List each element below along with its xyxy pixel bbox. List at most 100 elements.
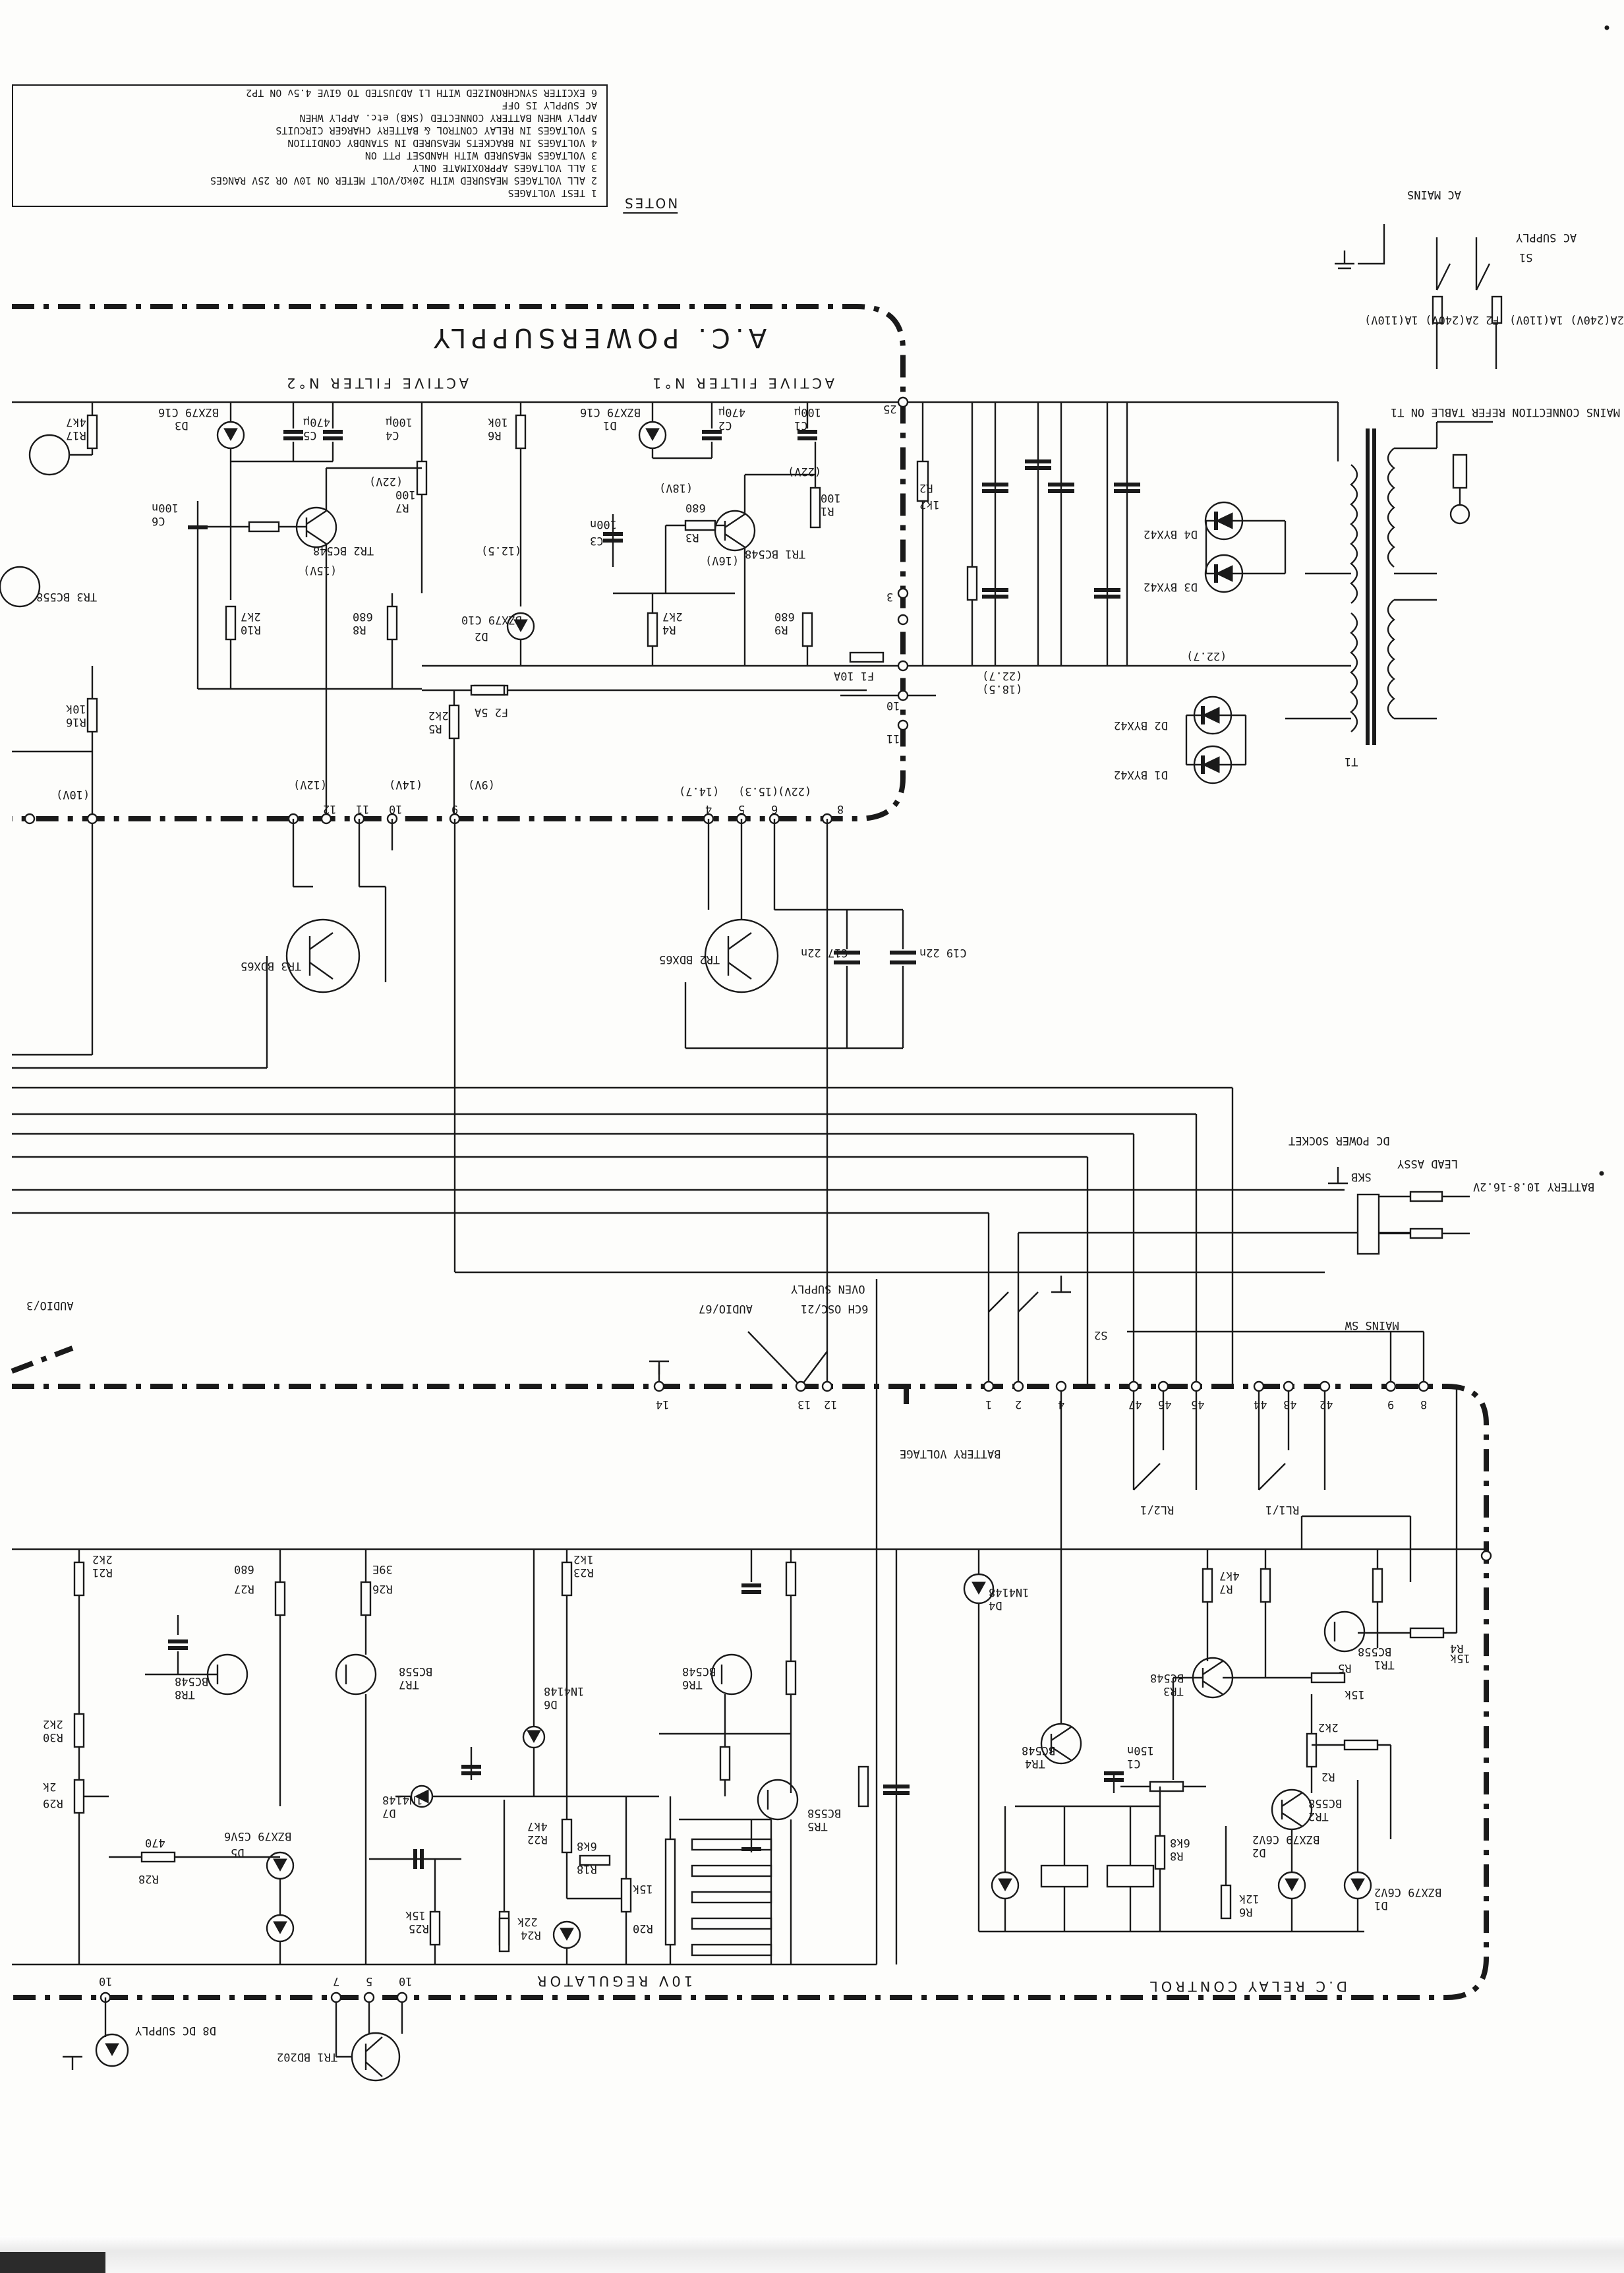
label-d2-relay-value: BZX79 C6V2 [1252, 1833, 1320, 1846]
notes-box: 1 TEST VOLTAGES 2 ALL VOLTAGES MEASURED … [12, 84, 608, 207]
label-d5-value: BZX79 C5V6 [224, 1829, 291, 1843]
pin-label: 10 [886, 699, 900, 712]
pin-label: 10 [399, 1974, 412, 1988]
mains-sw-label: MAINS SW [1345, 1318, 1399, 1332]
label-tr1-top: TR1 BC548 [745, 547, 805, 560]
s2-label: S2 [1094, 1328, 1107, 1342]
pin-label: 44 [1254, 1398, 1267, 1411]
voltage-note: (12.5) [481, 544, 521, 557]
label-tr7: TR7 [399, 1678, 419, 1691]
voltage-note: (14V) [389, 778, 422, 791]
label-r4-relay-value: 15k [1450, 1651, 1470, 1665]
label-c3: C3 [590, 534, 603, 547]
label-d4-relay-value: 1N4148 [989, 1585, 1029, 1599]
label-c4: C4 [386, 428, 399, 442]
pin-label: 10 [99, 1974, 112, 1988]
label-r9-value: 680 [774, 610, 795, 623]
voltage-note: (18V) [659, 481, 693, 494]
pin-number-labels: 25 3 10 11 8 6 5 4 9 10 11 12 14 13 12 1… [99, 402, 1427, 1988]
component-labels: R2 1k2 R1 100 R3 680 R4 2k7 R5 2k2 R6 10… [36, 405, 1470, 1941]
label-r29: R29 [43, 1796, 63, 1810]
label-r2-value: 1k2 [919, 498, 940, 511]
voltage-annotations: (22.7) (18.5) (22.7) (22V) (18V) (16V) (… [56, 465, 1227, 801]
pin-label: 47 [1128, 1398, 1142, 1411]
label-tr3-relay-value: BC548 [1150, 1671, 1184, 1684]
label-tr6: TR6 [682, 1678, 703, 1691]
pin-label: 43 [1283, 1398, 1296, 1411]
active-filter-2-title: ACTIVE FILTER N°2 [283, 375, 469, 391]
paper-mark [1599, 1171, 1604, 1176]
rl1-label: RL1/1 [1265, 1503, 1299, 1516]
supply-references: OVEN SUPPLY 6CH OSC/21 AUDIO/67 AUDIO/3 [11, 1282, 868, 1387]
label-c1: C1 [794, 419, 807, 432]
rectifier-diodes-upper: D4 BYX42 D3 BYX42 [1144, 501, 1287, 593]
label-r23-value: 1k2 [573, 1552, 594, 1566]
interconnect-wires [12, 819, 1425, 1964]
label-c6: C6 [152, 514, 165, 527]
label-r7-value: 100 [395, 488, 416, 501]
voltage-note: (22V) [788, 465, 821, 478]
f2-fuse-label: F2 5A [475, 705, 508, 719]
voltage-note: (22V) [778, 784, 811, 798]
label-r5: R5 [428, 722, 442, 735]
label-d5: D5 [231, 1846, 244, 1859]
voltage-note: (16V) [705, 554, 739, 567]
label-r3: R3 [685, 531, 699, 544]
label-c6-value: 100n [152, 501, 179, 514]
label-r20: R20 [633, 1922, 653, 1935]
pin-label: 8 [837, 802, 844, 815]
pin-label: 10 [389, 802, 402, 815]
d1-label: D1 BYX42 [1114, 768, 1168, 781]
label-r27-value: 680 [234, 1562, 254, 1576]
paper-mark [1604, 25, 1610, 30]
pin-label: 12 [323, 802, 336, 815]
label-r7: R7 [395, 501, 409, 514]
label-r10-value: 2k7 [241, 610, 261, 623]
switches-and-relays: RL2/1 RL1/1 S2 MAINS SW BATTERY VOLTAGE [900, 1276, 1399, 1516]
pin-label: 11 [886, 732, 900, 745]
label-r8: R8 [353, 623, 366, 636]
pin-label: 7 [333, 1974, 339, 1988]
pin-label: 14 [656, 1398, 669, 1411]
label-r20-value: 15k [633, 1882, 653, 1895]
label-c1-relay: C1 [1127, 1757, 1140, 1770]
label-d1-zener: D1 [603, 419, 616, 432]
filter-capacitor-bank [916, 402, 1140, 666]
label-d2-zener-value: BZX79 C10 [461, 613, 522, 626]
label-tr6-value: BC548 [682, 1665, 716, 1678]
label-r26-value: 39E [372, 1562, 393, 1576]
pin-label: 13 [798, 1398, 811, 1411]
voltage-note: (22.7) [1186, 649, 1227, 663]
label-d7: D7 [382, 1806, 395, 1819]
oven-supply-label: OVEN SUPPLY [791, 1282, 865, 1295]
label-r2-relay-value: 2k2 [1318, 1721, 1339, 1734]
tr1-bd202: TR1 BD202 D8 DC SUPPLY [63, 1992, 408, 2082]
dc-power-socket: DC POWER SOCKET BATTERY 10.8-16.2V LEAD … [1289, 1134, 1594, 1255]
label-d1-relay-value: BZX79 C6V2 [1374, 1885, 1441, 1899]
label-r4-value: 2k7 [662, 610, 683, 623]
label-r18-value: 6k8 [577, 1839, 597, 1852]
pin-label: 45 [1191, 1398, 1204, 1411]
pin-label: 4 [1058, 1398, 1064, 1411]
left-edge-circuit [0, 402, 98, 1056]
rectifier-diodes-lower: D2 BYX42 D1 BYX42 [1114, 695, 1247, 784]
label-r5-value: 2k2 [428, 709, 449, 722]
label-r1-value: 100 [821, 491, 841, 504]
label-r17-value: 4k7 [66, 415, 86, 428]
f2-label: F2 2A(240V) 1A(110V) [1364, 313, 1499, 326]
ac-supply-label: AC SUPPLY [1516, 231, 1577, 244]
dc-section-border [12, 1384, 1489, 2000]
mains-table-note: FOR MAINS CONNECTION REFER TABLE ON T1 [1391, 405, 1624, 419]
power-transistor-tr3: TR3 BDX65 [12, 819, 387, 1069]
regulator-title: 10V REGULATOR [534, 1973, 693, 1989]
label-r1: R1 [821, 504, 834, 517]
label-tr3-top: TR3 BC558 [36, 590, 97, 603]
label-tr3-relay: TR3 [1163, 1684, 1184, 1697]
label-d1-zener-value: BZX79 C16 [580, 405, 641, 419]
label-r2-relay: R2 [1321, 1770, 1335, 1783]
pin-label: 11 [356, 802, 369, 815]
c19-label: C19 22n [919, 946, 967, 959]
active-filter-2 [12, 402, 903, 817]
battery-label: BATTERY 10.8-16.2V [1473, 1180, 1594, 1193]
